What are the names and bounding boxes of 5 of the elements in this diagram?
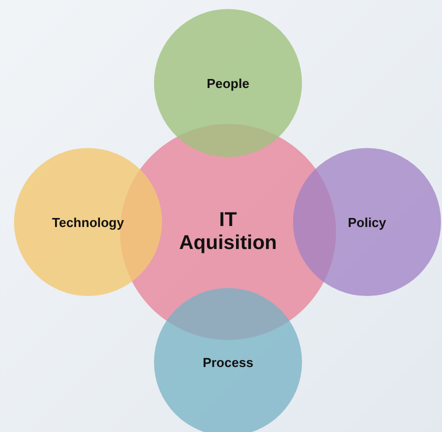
circle-label: Policy: [348, 214, 386, 230]
circle-label: People: [206, 76, 250, 90]
circle-label: Process: [202, 354, 254, 370]
circle-label: IT Aquisition: [178, 209, 278, 255]
circle-label: Technology: [52, 214, 124, 230]
